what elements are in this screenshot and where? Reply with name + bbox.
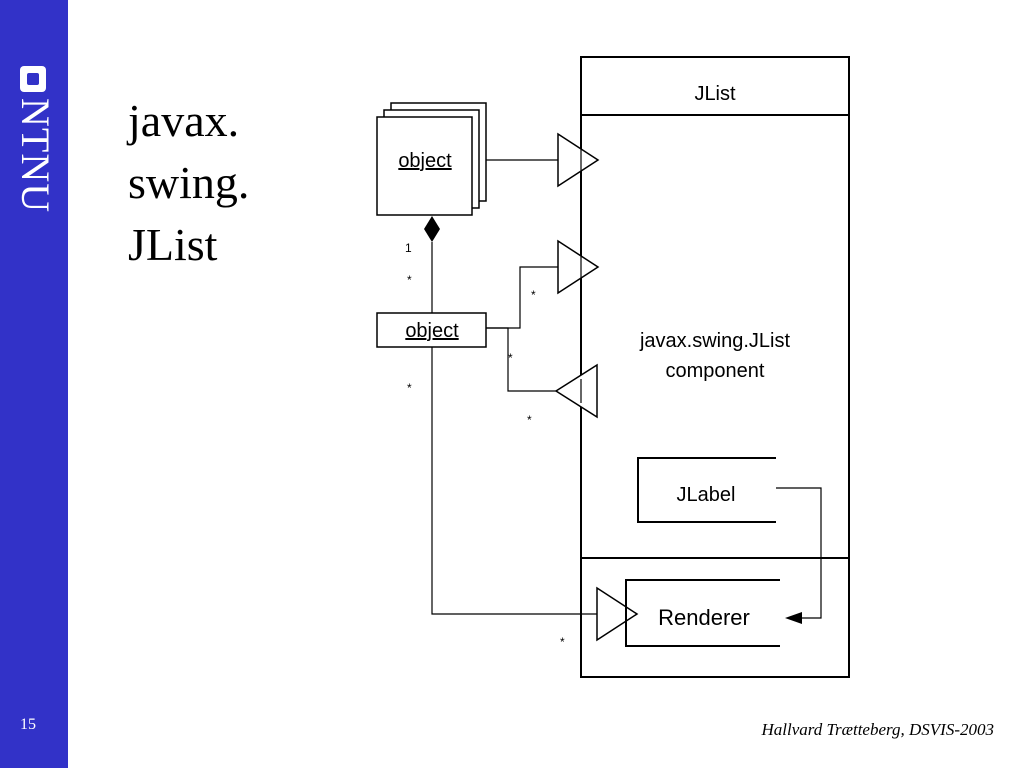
sidebar-band: NTNU 15	[0, 0, 68, 768]
mult-lower-right-link: *	[527, 413, 532, 427]
jlabel-to-renderer-link	[776, 487, 822, 619]
object-box	[376, 312, 487, 348]
slide-title-line-3: JList	[128, 219, 218, 270]
ntnu-logo-mark	[20, 66, 46, 92]
renderer-port	[596, 586, 639, 642]
mult-renderer-link: *	[560, 635, 565, 649]
top-port	[557, 132, 600, 188]
object-to-renderer-link	[431, 347, 597, 615]
footer-credit: Hallvard Trætteberg, DSVIS-2003	[761, 720, 994, 739]
slide-title-line-1: javax.	[128, 95, 240, 146]
mult-object-down: *	[407, 381, 412, 395]
composition-diamond	[424, 216, 440, 242]
component-label-line-1: javax.swing.JList	[639, 330, 791, 352]
mult-upper-right-link: *	[531, 288, 536, 302]
component-label-line-2: component	[666, 360, 765, 382]
object-stack	[376, 102, 487, 216]
slide-title-line-2: swing.	[128, 157, 250, 208]
upper-port	[557, 239, 600, 295]
jlist-component-frame	[580, 56, 850, 678]
object-stack-label: object	[398, 150, 452, 172]
renderer-box	[625, 579, 780, 647]
jlabel-label: JLabel	[677, 484, 736, 506]
object-to-lower-port-link	[486, 327, 556, 392]
lower-port	[554, 363, 598, 419]
renderer-arrowhead	[785, 612, 802, 624]
object-box-label: object	[405, 320, 459, 342]
mult-composition-one: 1	[405, 241, 412, 255]
object-to-upper-port-link	[486, 266, 558, 329]
ntnu-logo-text: NTNU	[13, 98, 58, 214]
jlist-header-label: JList	[694, 83, 736, 105]
slide-title: javax. swing. JList	[128, 90, 249, 276]
jlabel-box	[637, 457, 776, 523]
mult-composition-many: *	[407, 273, 412, 287]
slide-number: 15	[20, 716, 36, 733]
renderer-label: Renderer	[658, 605, 750, 630]
mult-object-right: *	[508, 351, 513, 365]
